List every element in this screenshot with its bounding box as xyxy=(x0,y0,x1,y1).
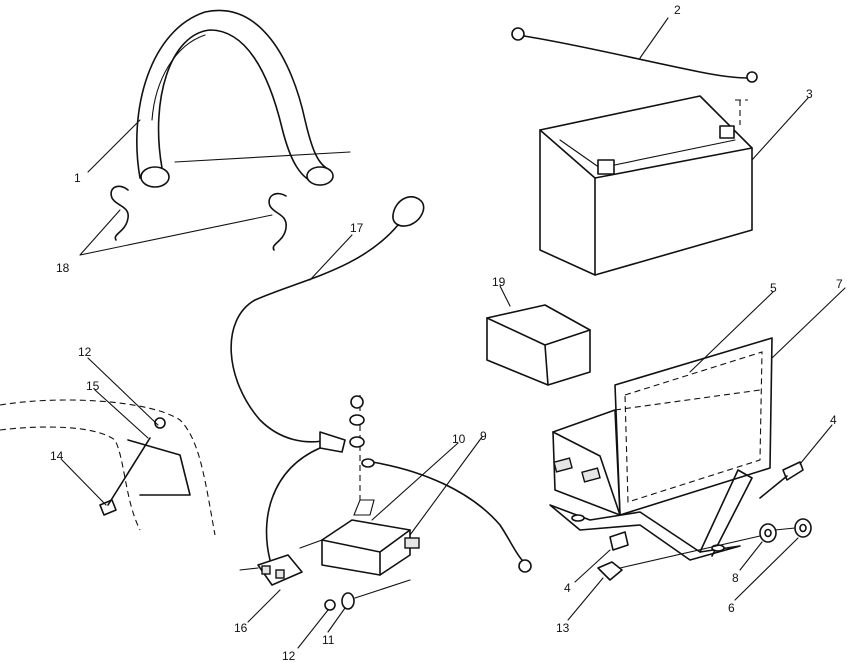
callout-labels: 1 2 3 4 4 5 6 7 8 9 10 11 12 12 13 14 15… xyxy=(50,3,843,662)
callout-14: 14 xyxy=(50,449,64,463)
callout-13: 13 xyxy=(556,621,570,635)
battery-strap-icon xyxy=(136,9,334,188)
battery-icon xyxy=(539,95,753,276)
screw-4-lower-icon xyxy=(609,531,629,551)
callout-7: 7 xyxy=(836,277,843,291)
mounting-bracket-icon xyxy=(549,469,753,561)
callout-18: 18 xyxy=(56,261,70,275)
solenoid-icon xyxy=(321,395,420,576)
leader-lines xyxy=(61,17,846,649)
callout-8: 8 xyxy=(732,571,739,585)
callout-4-right: 4 xyxy=(830,413,837,427)
fender-outline-icon xyxy=(0,399,216,536)
nut-6-icon xyxy=(794,518,812,538)
starter-cable-icon xyxy=(230,196,425,453)
washer-8-icon xyxy=(759,523,777,543)
pad-icon xyxy=(486,304,591,386)
battery-box-icon xyxy=(552,337,773,516)
callout-3: 3 xyxy=(806,87,813,101)
callout-12-lower: 12 xyxy=(282,649,296,662)
connector-block-icon xyxy=(239,447,323,586)
callout-12-upper: 12 xyxy=(78,345,92,359)
callout-17: 17 xyxy=(350,221,364,235)
s-hook-icon xyxy=(110,185,287,251)
screw-13-icon xyxy=(597,561,623,581)
callout-19: 19 xyxy=(492,275,506,289)
cable-9-icon xyxy=(371,461,523,561)
callout-11: 11 xyxy=(322,633,335,647)
nut-12-lower-icon xyxy=(324,599,336,611)
callout-2: 2 xyxy=(674,3,681,17)
callout-9: 9 xyxy=(480,429,487,443)
battery-cable-icon xyxy=(511,27,758,83)
callout-4-lower: 4 xyxy=(564,581,571,595)
callout-15: 15 xyxy=(86,379,100,393)
callout-5: 5 xyxy=(770,281,777,295)
callout-1: 1 xyxy=(74,171,81,185)
callout-10: 10 xyxy=(452,432,466,446)
washer-11-icon xyxy=(341,592,355,610)
callout-16: 16 xyxy=(234,621,248,635)
screw-4-right-icon xyxy=(759,461,804,499)
callout-6: 6 xyxy=(728,601,735,615)
